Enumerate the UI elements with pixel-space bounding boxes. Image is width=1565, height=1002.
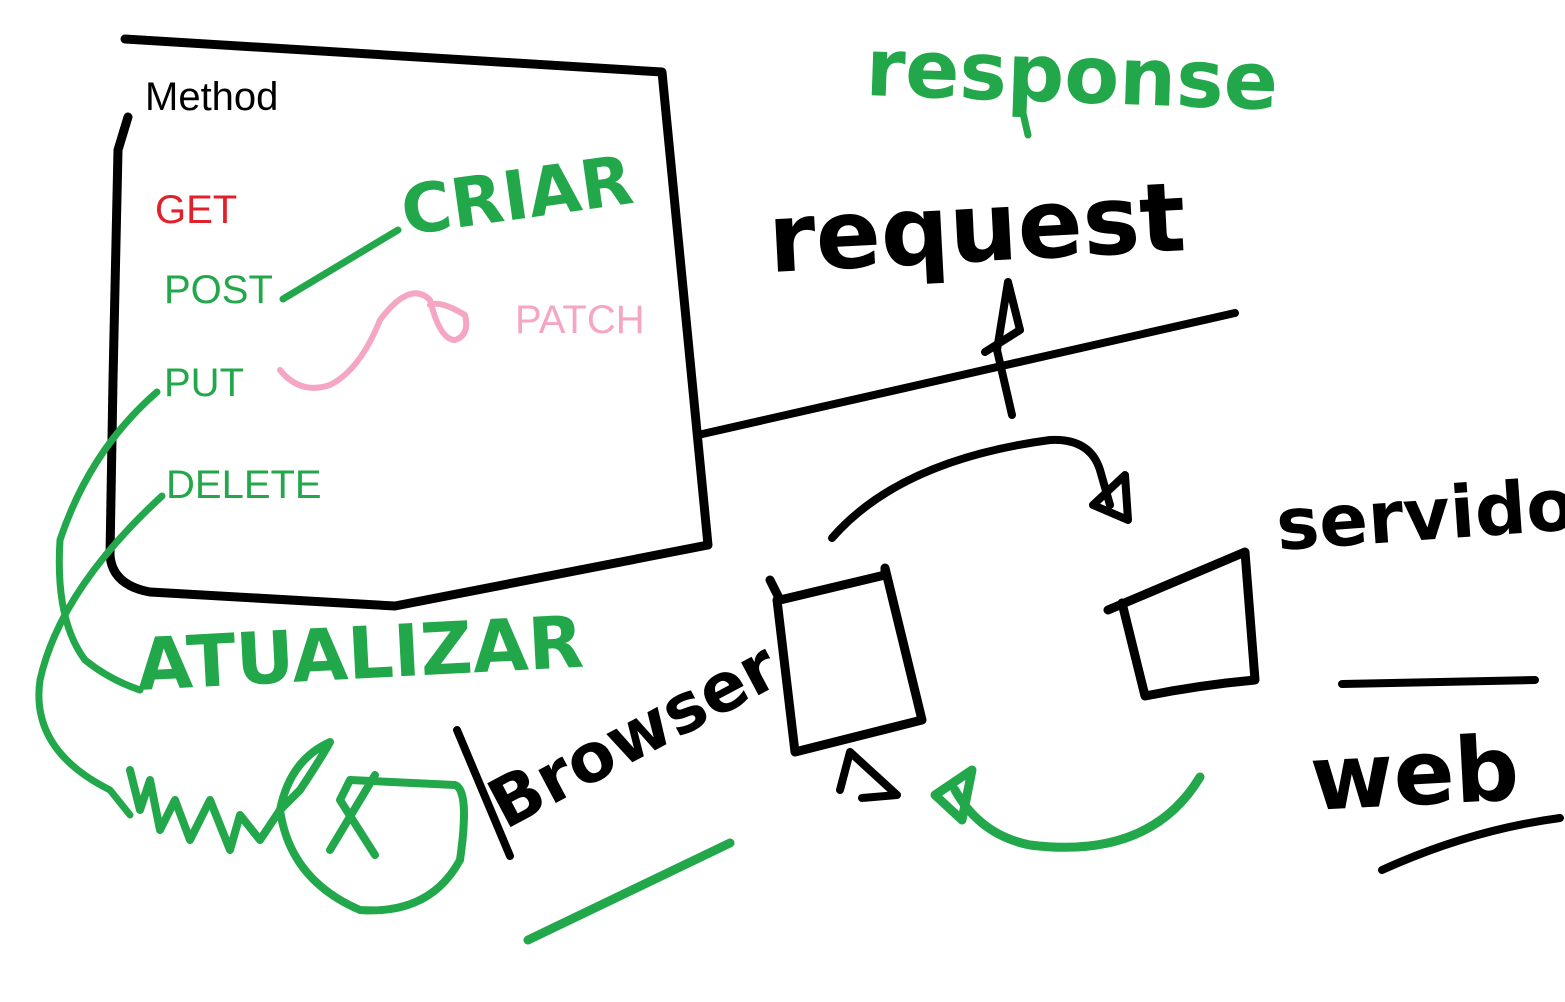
green-arrowhead-icon (930, 765, 977, 825)
method-get: GET (155, 188, 238, 232)
request-handwritten: request (765, 161, 1188, 295)
servidor-underline (1338, 676, 1539, 688)
request-divider-line (694, 309, 1239, 439)
server-box (1103, 547, 1260, 701)
request-arrow (981, 278, 1024, 419)
servidor-handwritten: servidor (1273, 460, 1565, 567)
put-atualizar-connector (55, 388, 161, 694)
browser-to-server-arc (828, 435, 1114, 542)
put-patch-connector (277, 290, 470, 391)
criar-handwritten: CRIAR (396, 141, 637, 252)
browser-small-arrow-icon (836, 748, 901, 802)
green-scribble (126, 738, 468, 915)
atualizar-handwritten: ATUALIZAR (134, 600, 585, 707)
method-patch: PATCH (515, 298, 645, 342)
browser-box (765, 563, 927, 757)
delete-connector (35, 492, 166, 819)
browser-green-underline (523, 838, 735, 945)
server-to-browser-arc (950, 772, 1205, 852)
method-delete: DELETE (166, 463, 322, 507)
method-box-outline (105, 34, 713, 611)
method-title: Method (145, 75, 279, 119)
method-put: PUT (164, 361, 244, 405)
response-handwritten: response (864, 21, 1279, 128)
browser-b-stroke (453, 726, 514, 860)
post-criar-connector (279, 226, 402, 303)
web-handwritten: web (1308, 716, 1522, 832)
arc-arrowhead-icon (1089, 471, 1132, 524)
method-post: POST (164, 268, 273, 312)
response-tick (1016, 96, 1032, 139)
web-underline (1378, 814, 1564, 874)
